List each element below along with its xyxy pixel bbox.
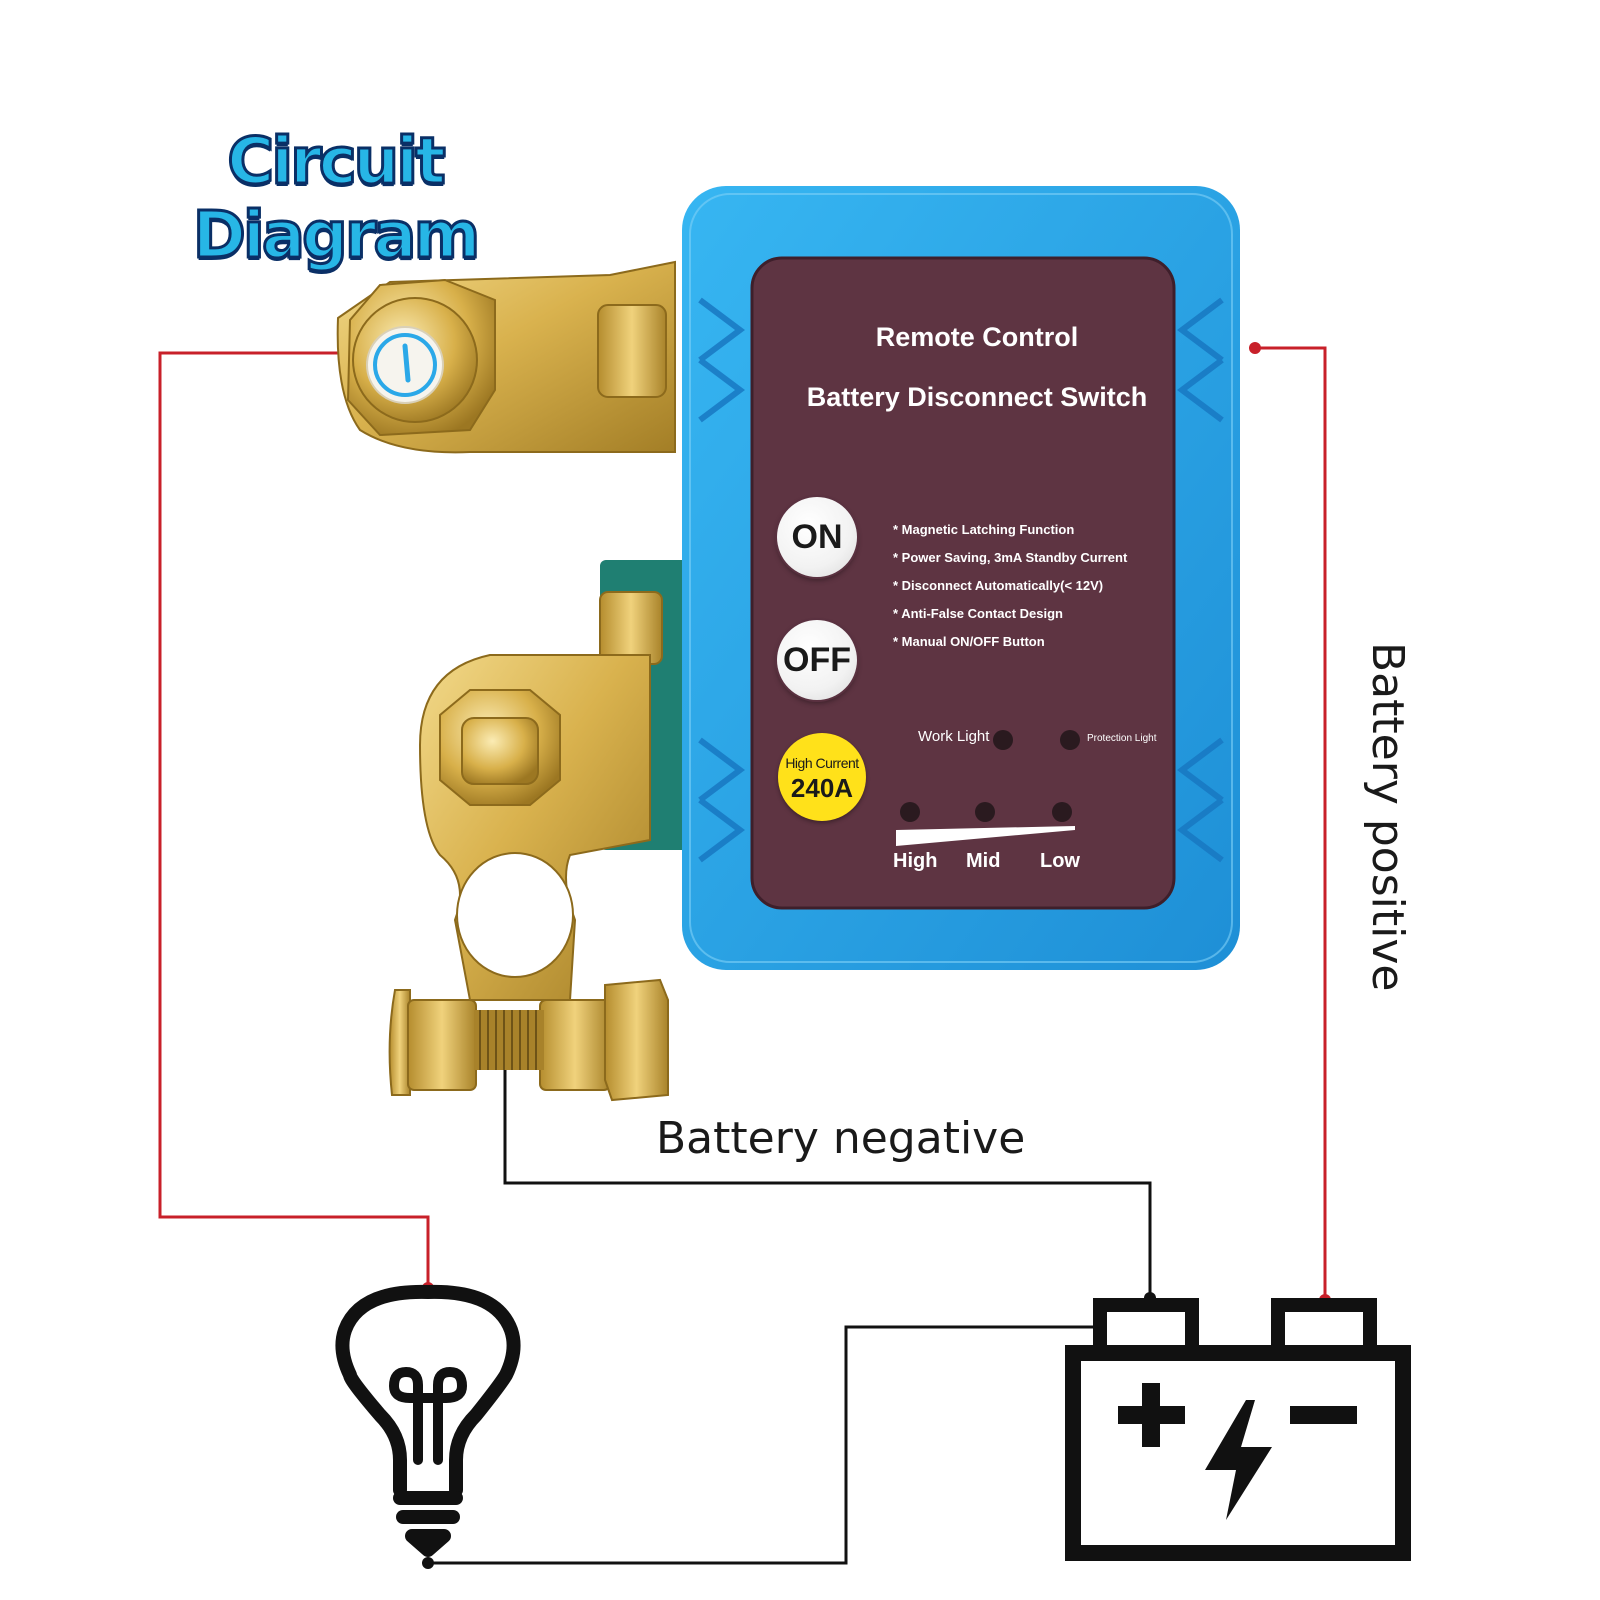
work-light-label: Work Light <box>918 728 990 745</box>
feature-list: * Magnetic Latching Function * Power Sav… <box>893 516 1127 656</box>
level-wedge <box>896 826 1075 846</box>
bottom-terminal <box>388 560 690 1102</box>
protection-light-indicator <box>1060 730 1080 750</box>
battery-positive-label: Battery positive <box>1362 642 1413 992</box>
level-high-indicator <box>900 802 920 822</box>
off-button[interactable]: OFF <box>777 620 857 700</box>
badge-value: 240A <box>790 773 854 803</box>
battery-icon <box>1065 1298 1411 1561</box>
top-terminal <box>336 260 676 454</box>
device-title-line-1: Remote Control <box>875 322 1079 352</box>
high-current-badge: High Current 240A <box>778 733 866 821</box>
badge-caption: High Current <box>785 755 859 771</box>
level-mid-label: Mid <box>966 850 1001 872</box>
battery-negative-label: Battery negative <box>656 1113 1026 1164</box>
light-bulb-icon <box>335 1284 521 1557</box>
feature-item: * Magnetic Latching Function <box>893 522 1075 537</box>
on-button[interactable]: ON <box>777 497 857 577</box>
level-low-label: Low <box>1040 850 1080 872</box>
feature-item: * Anti-False Contact Design <box>893 606 1063 621</box>
work-light-indicator <box>993 730 1013 750</box>
title-line-1: Circuit <box>226 124 448 201</box>
black-wire <box>428 1040 1152 1565</box>
plus-icon <box>1118 1383 1185 1447</box>
feature-item: * Disconnect Automatically(< 12V) <box>893 578 1104 593</box>
level-high-label: High <box>893 850 938 872</box>
lightning-icon <box>1205 1400 1272 1520</box>
red-wire <box>158 346 1327 1300</box>
wire-junction-dot <box>1249 342 1261 354</box>
wire-junction-dot <box>422 1557 434 1569</box>
level-low-indicator <box>1052 802 1072 822</box>
feature-item: * Power Saving, 3mA Standby Current <box>893 550 1128 565</box>
level-mid-indicator <box>975 802 995 822</box>
feature-item: * Manual ON/OFF Button <box>893 634 1045 649</box>
device-title-line-2: Battery Disconnect Switch <box>806 382 1148 412</box>
diagram-title: Circuit Diagram <box>190 124 482 275</box>
protection-light-label: Protection Light <box>1087 733 1157 744</box>
title-line-2: Diagram <box>191 198 482 275</box>
